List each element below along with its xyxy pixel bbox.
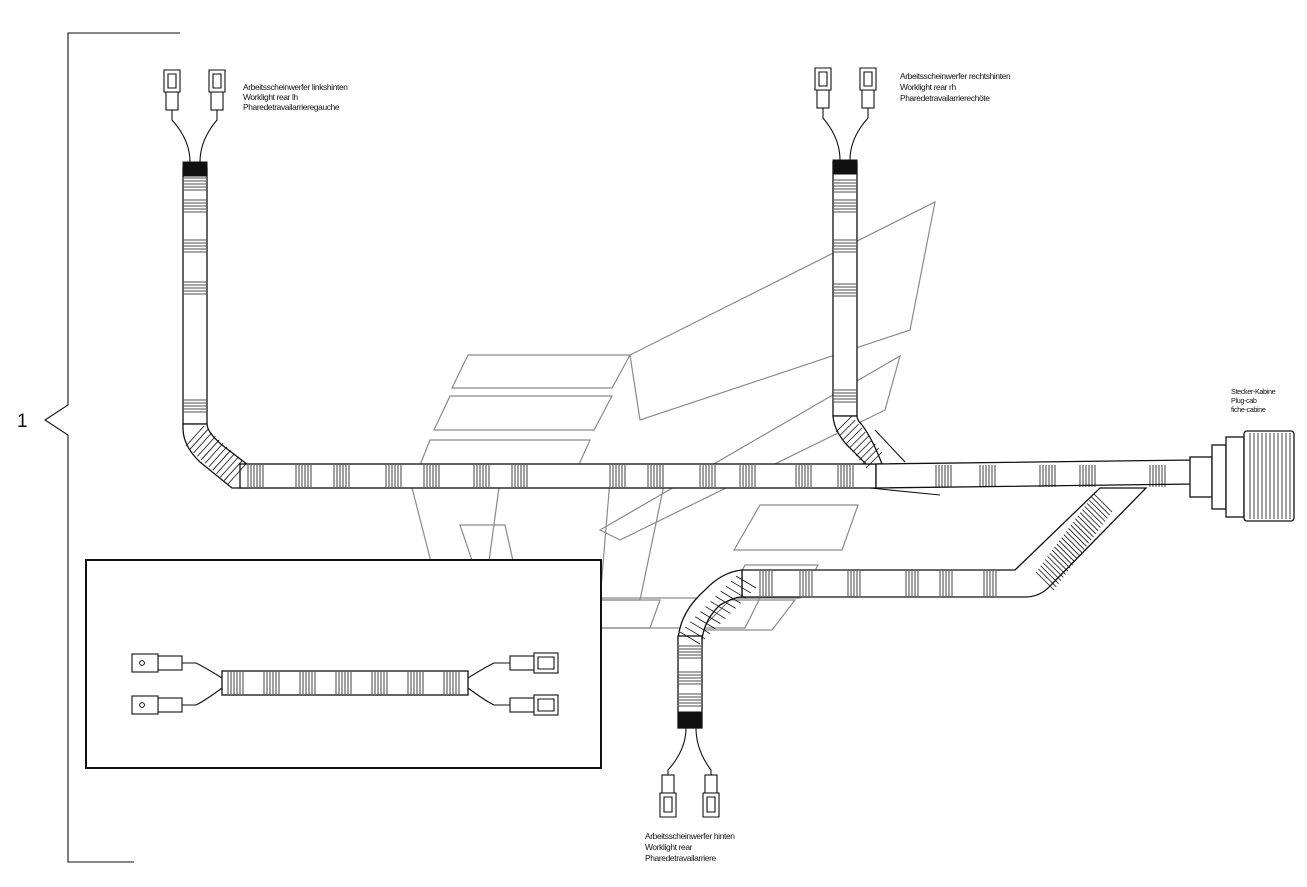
tape-bands xyxy=(184,177,1166,707)
svg-text:Arbeitsscheinwerfer hinten: Arbeitsscheinwerfer hinten xyxy=(645,831,735,841)
svg-text:Stecker-Kabine: Stecker-Kabine xyxy=(1231,387,1276,396)
svg-text:Arbeitsscheinwerfer rechtshint: Arbeitsscheinwerfer rechtshinten xyxy=(900,71,1011,81)
right-grommet xyxy=(832,159,858,175)
cab-plug-connector xyxy=(1189,430,1295,522)
inset-detail xyxy=(85,559,602,769)
terminals-rear xyxy=(659,727,720,818)
svg-text:fiche-cabine: fiche-cabine xyxy=(1231,405,1266,414)
label-rear-left: Arbeitsscheinwerfer linkshinten Workligh… xyxy=(243,82,349,112)
label-plug: Stecker-Kabine Plug-cab fiche-cabine xyxy=(1231,387,1276,414)
left-grommet xyxy=(182,161,208,177)
label-rear: Arbeitsscheinwerfer hinten Worklight rea… xyxy=(645,831,736,863)
terminals-rear-left xyxy=(163,69,226,163)
label-rear-right: Arbeitsscheinwerfer rechtshinten Worklig… xyxy=(900,71,1011,103)
assembly-bracket xyxy=(43,32,180,863)
bottom-grommet xyxy=(677,711,703,729)
svg-text:Worklight rear rh: Worklight rear rh xyxy=(900,82,956,92)
terminals-rear-right xyxy=(814,67,877,161)
svg-text:Worklight rear lh: Worklight rear lh xyxy=(243,92,299,102)
svg-text:Arbeitsscheinwerfer linkshinte: Arbeitsscheinwerfer linkshinten xyxy=(243,82,348,92)
svg-text:Pharedetravailarriere: Pharedetravailarriere xyxy=(645,853,717,863)
position-number: 1 xyxy=(17,411,28,432)
svg-text:Worklight rear: Worklight rear xyxy=(645,842,693,852)
svg-text:Pharedetravailarrierechöte: Pharedetravailarrierechöte xyxy=(900,93,990,103)
svg-text:Plug-cab: Plug-cab xyxy=(1231,396,1257,405)
svg-text:Pharedetravailarrieregauche: Pharedetravailarrieregauche xyxy=(243,102,340,112)
